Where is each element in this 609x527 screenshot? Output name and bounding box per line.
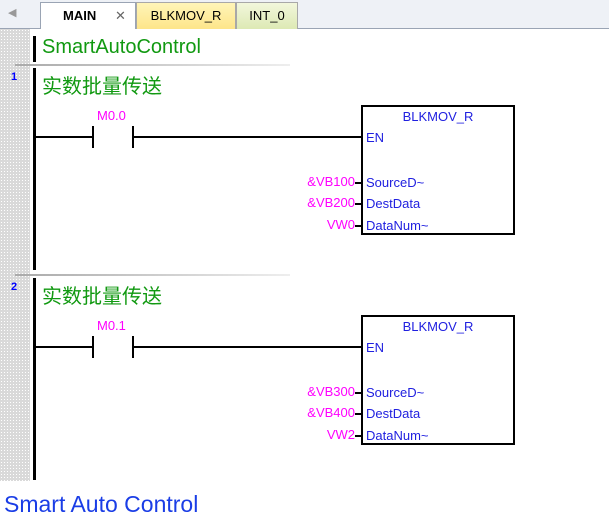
pin-sourcedata: SourceD~ xyxy=(366,385,425,400)
pin-stub xyxy=(355,225,361,227)
contact-address[interactable]: M0.1 xyxy=(97,318,126,333)
blkmov-box[interactable]: BLKMOV_R EN SourceD~ DestData DataNum~ xyxy=(361,315,515,445)
scroll-left-icon[interactable]: ◀ xyxy=(8,7,17,19)
pin-datanum: DataNum~ xyxy=(366,428,429,443)
tab-bar: ◀ MAIN ✕ BLKMOV_R INT_0 xyxy=(0,0,609,29)
network-separator xyxy=(15,274,290,276)
pin-stub xyxy=(355,435,361,437)
operand-source[interactable]: &VB300 xyxy=(307,384,355,399)
wire xyxy=(35,136,93,138)
power-rail xyxy=(33,278,36,480)
network-gutter xyxy=(0,29,30,481)
power-rail xyxy=(33,68,36,270)
operand-count[interactable]: VW2 xyxy=(326,427,355,442)
operand-dest[interactable]: &VB200 xyxy=(307,195,355,210)
network-comment[interactable]: 实数批量传送 xyxy=(42,286,162,308)
tab-blkmov-r[interactable]: BLKMOV_R xyxy=(136,2,236,29)
contact-left[interactable] xyxy=(92,126,94,148)
box-name: BLKMOV_R xyxy=(402,319,474,334)
pin-destdata: DestData xyxy=(366,406,421,421)
contact-address[interactable]: M0.0 xyxy=(97,108,126,123)
pin-stub xyxy=(355,203,361,205)
wire xyxy=(133,136,363,138)
tab-int-0[interactable]: INT_0 xyxy=(236,2,298,29)
blkmov-box[interactable]: BLKMOV_R EN SourceD~ DestData DataNum~ xyxy=(361,105,515,235)
tab-main[interactable]: MAIN ✕ xyxy=(40,2,136,29)
pin-destdata: DestData xyxy=(366,196,421,211)
pin-stub xyxy=(355,182,361,184)
pin-stub xyxy=(355,392,361,394)
contact-left[interactable] xyxy=(92,336,94,358)
pin-datanum: DataNum~ xyxy=(366,218,429,233)
program-title: SmartAutoControl xyxy=(42,36,201,58)
pin-stub xyxy=(355,413,361,415)
network-separator xyxy=(15,64,290,66)
pin-en: EN xyxy=(366,340,385,355)
wire xyxy=(35,346,93,348)
network-comment[interactable]: 实数批量传送 xyxy=(42,76,162,98)
footer-caption: Smart Auto Control xyxy=(4,491,199,517)
pin-sourcedata: SourceD~ xyxy=(366,175,425,190)
operand-count[interactable]: VW0 xyxy=(326,217,355,232)
close-icon[interactable]: ✕ xyxy=(115,8,126,23)
pin-en: EN xyxy=(366,130,385,145)
operand-dest[interactable]: &VB400 xyxy=(307,405,355,420)
network-2: 2 实数批量传送 M0.1 BLKMOV_R EN SourceD~ DestD… xyxy=(0,278,609,484)
network-number: 1 xyxy=(11,71,18,83)
wire xyxy=(133,346,363,348)
operand-source[interactable]: &VB100 xyxy=(307,174,355,189)
network-1: 1 实数批量传送 M0.0 BLKMOV_R EN SourceD~ DestD… xyxy=(0,68,609,274)
title-bar xyxy=(33,36,36,62)
network-number: 2 xyxy=(11,281,18,293)
box-name: BLKMOV_R xyxy=(402,109,474,124)
